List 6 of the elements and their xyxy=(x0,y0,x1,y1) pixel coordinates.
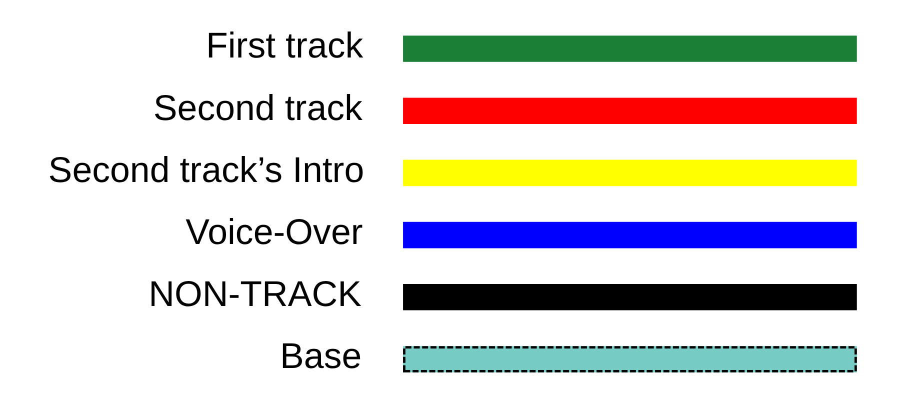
legend-label: First track xyxy=(206,26,364,66)
legend-label: Second track xyxy=(153,88,362,128)
legend-label: NON-TRACK xyxy=(148,274,362,314)
legend-label: Base xyxy=(280,336,362,376)
legend-label: Second track’s Intro xyxy=(48,150,364,190)
legend-label: Voice-Over xyxy=(186,212,363,252)
